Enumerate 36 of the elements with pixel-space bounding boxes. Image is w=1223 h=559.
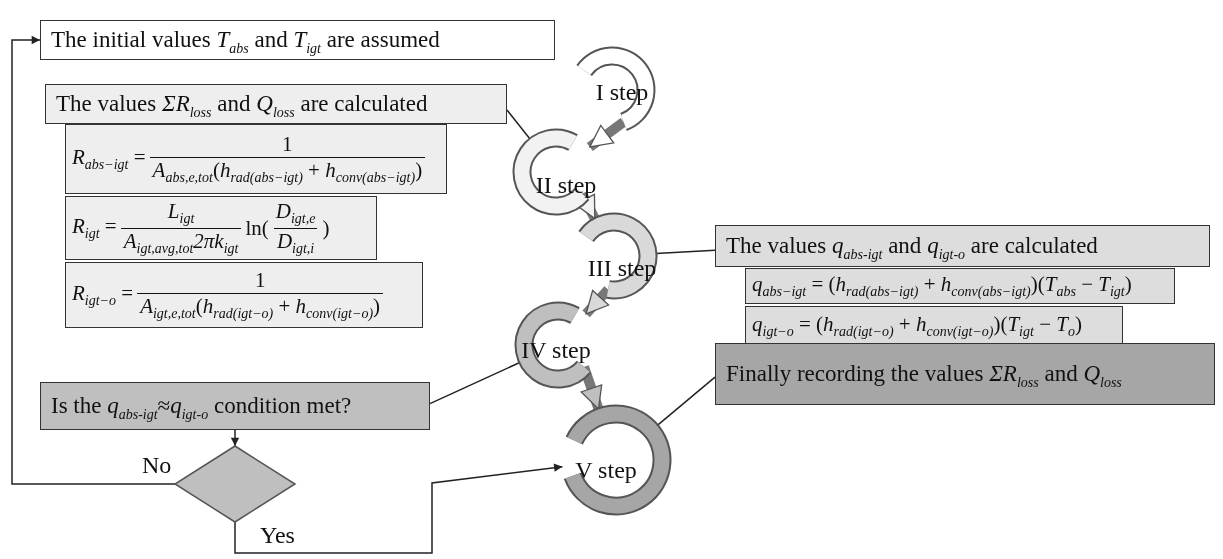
formula-term: ln( <box>245 215 269 241</box>
fraction-denominator: D$_{igt,i}$ <box>273 227 318 257</box>
callout-box: Is the q$_{abs-igt}$≈q$_{igt-o}$ condition met? <box>40 382 430 430</box>
callout-box: The values q$_{abs-igt}$ and q$_{igt-o}$ are calculated <box>715 225 1210 267</box>
callout-box: Finally recording the values ΣR$_{loss}$ and Q$_{loss}$ <box>715 343 1215 405</box>
step-label: II step <box>535 171 597 199</box>
formula-term: R$_{abs−igt}$ = <box>72 144 146 174</box>
process-box: The initial values T$_{abs}$ and T$_{igt}$ are assumed <box>40 20 555 60</box>
fraction-denominator: A$_{abs,e,tot}$(h$_{rad(abs−igt)}$ + h$_{conv(abs−igt)}$) <box>149 156 426 187</box>
formula-term: q$_{igt−o}$ = (h$_{rad(igt−o)}$ + h$_{conv(igt−o)}$)(T$_{igt}$ − T$_{o}$) <box>752 311 1082 341</box>
callout-box: The values ΣR$_{loss}$ and Q$_{loss}$ are calculated <box>45 84 507 124</box>
formula-box <box>65 262 423 328</box>
leader-line <box>655 249 716 255</box>
formula-box <box>745 268 1175 304</box>
formula-box <box>65 196 377 260</box>
fraction-denominator: A$_{igt,e,tot}$(h$_{rad(igt−o)}$ + h$_{conv(igt−o)}$) <box>137 292 384 323</box>
formula-term: q$_{abs−igt}$ = (h$_{rad(abs−igt)}$ + h$_{conv(abs−igt)}$)(T$_{abs}$ − T$_{igt}$) <box>752 271 1132 301</box>
fraction-denominator: A$_{igt,avg,tot}$2πk$_{igt}$ <box>120 227 242 257</box>
arrow <box>11 35 176 485</box>
block-arrow <box>586 117 627 151</box>
leader-line <box>506 109 531 140</box>
arrow <box>230 429 240 447</box>
fraction-numerator: L$_{igt}$ <box>166 199 196 228</box>
fraction-numerator: D$_{igt,e}$ <box>274 199 317 228</box>
fraction-numerator: 1 <box>253 267 267 293</box>
block-arrow <box>582 286 612 318</box>
formula-term: ) <box>322 215 330 241</box>
formula-box <box>745 306 1123 346</box>
step-label: V step <box>575 456 637 484</box>
formula-term: R$_{igt}$ = <box>72 213 117 243</box>
leader-line <box>656 376 716 427</box>
arrow <box>234 463 564 554</box>
fraction-numerator: 1 <box>281 131 294 157</box>
formula-box <box>65 124 447 194</box>
formula-term: R$_{igt−o}$ = <box>72 280 134 310</box>
leader-line <box>429 361 521 405</box>
